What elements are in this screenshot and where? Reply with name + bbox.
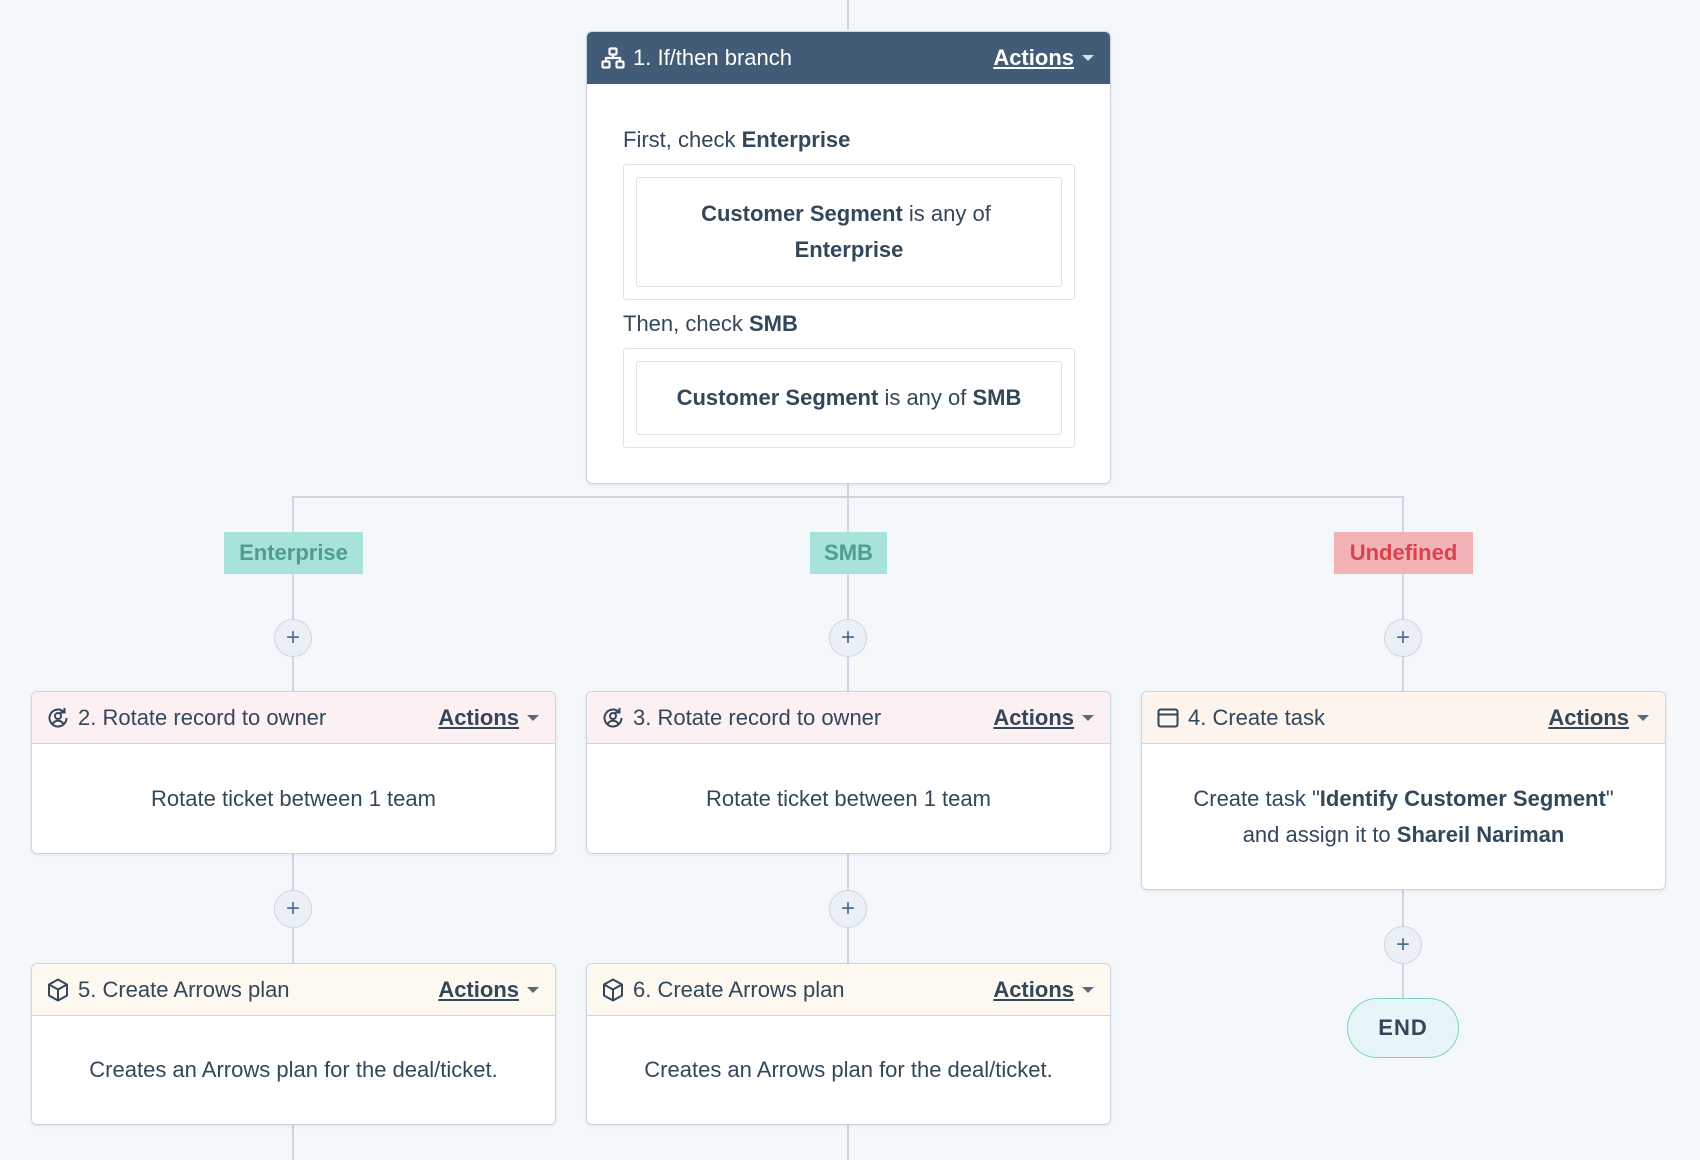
actions-dropdown-5[interactable]: Actions [438, 977, 539, 1003]
add-action-button-after-2[interactable]: + [274, 890, 312, 928]
caret-down-icon [1082, 986, 1094, 993]
branch-icon [601, 46, 625, 70]
if-then-branch-card[interactable]: 1. If/then branch Actions First, check E… [586, 31, 1111, 484]
cube-icon [601, 978, 625, 1002]
end-node: END [1347, 998, 1459, 1058]
then-check-label: Then, check SMB [623, 311, 798, 336]
first-check-label: First, check Enterprise [623, 127, 851, 152]
add-action-button-after-3[interactable]: + [829, 890, 867, 928]
task-assignee: Shareil Nariman [1396, 821, 1565, 847]
caret-down-icon [1637, 714, 1649, 721]
card-body: Creates an Arrows plan for the deal/tick… [644, 1057, 1053, 1082]
actions-label: Actions [438, 704, 519, 730]
rotate-owner-icon [46, 706, 70, 730]
add-action-button-after-4[interactable]: + [1384, 926, 1422, 964]
rotate-record-header-3: 3. Rotate record to owner Actions [587, 692, 1110, 744]
create-task-header-4: 4. Create task Actions [1142, 692, 1665, 744]
actions-dropdown-3[interactable]: Actions [993, 705, 1094, 731]
create-arrows-plan-card-5[interactable]: 5. Create Arrows plan Actions Creates an… [31, 963, 556, 1125]
actions-label: Actions [1548, 704, 1629, 730]
caret-down-icon [1082, 714, 1094, 721]
rotate-record-card-3[interactable]: 3. Rotate record to owner Actions Rotate… [586, 691, 1111, 854]
create-task-card-4[interactable]: 4. Create task Actions Create task "Iden… [1141, 691, 1666, 890]
rotate-record-card-2[interactable]: 2. Rotate record to owner Actions Rotate… [31, 691, 556, 854]
branch-label-enterprise[interactable]: Enterprise [224, 532, 363, 574]
add-action-button-enterprise[interactable]: + [274, 619, 312, 657]
create-arrows-header-6: 6. Create Arrows plan Actions [587, 964, 1110, 1016]
card-title: 3. Rotate record to owner [633, 704, 882, 730]
actions-dropdown-4[interactable]: Actions [1548, 705, 1649, 731]
card-title: 2. Rotate record to owner [78, 704, 327, 730]
connector-col2-bottom [847, 1124, 849, 1160]
first-condition[interactable]: Customer Segment is any of Enterprise [636, 177, 1062, 287]
card-body: Create task "Identify Customer Segment" … [1193, 785, 1614, 847]
rotate-owner-icon [601, 706, 625, 730]
card-body: Creates an Arrows plan for the deal/tick… [89, 1057, 498, 1082]
second-condition[interactable]: Customer Segment is any of SMB [636, 361, 1062, 435]
actions-label: Actions [438, 976, 519, 1002]
branch-label-undefined[interactable]: Undefined [1334, 532, 1473, 574]
connector-top [847, 0, 849, 30]
add-action-button-smb[interactable]: + [829, 619, 867, 657]
connector-branch-down [847, 482, 849, 498]
connector-col1-bottom [292, 1124, 294, 1160]
cube-icon [46, 978, 70, 1002]
task-icon [1156, 706, 1180, 730]
actions-dropdown-6[interactable]: Actions [993, 977, 1094, 1003]
if-then-branch-actions-dropdown[interactable]: Actions [993, 45, 1094, 71]
card-title: 6. Create Arrows plan [633, 976, 845, 1002]
card-body: Rotate ticket between 1 team [706, 785, 991, 811]
add-action-button-undefined[interactable]: + [1384, 619, 1422, 657]
connector-col1 [292, 496, 294, 692]
task-name: Identify Customer Segment [1319, 785, 1606, 811]
if-then-branch-header: 1. If/then branch Actions [587, 32, 1110, 84]
connector-col3 [1402, 496, 1404, 692]
card-body: Rotate ticket between 1 team [151, 785, 436, 811]
caret-down-icon [527, 714, 539, 721]
rotate-record-header-2: 2. Rotate record to owner Actions [32, 692, 555, 744]
card-title: 5. Create Arrows plan [78, 976, 290, 1002]
create-arrows-header-5: 5. Create Arrows plan Actions [32, 964, 555, 1016]
branch-label-smb[interactable]: SMB [810, 532, 887, 574]
actions-dropdown-2[interactable]: Actions [438, 705, 539, 731]
connector-col2 [847, 496, 849, 692]
create-arrows-plan-card-6[interactable]: 6. Create Arrows plan Actions Creates an… [586, 963, 1111, 1125]
caret-down-icon [527, 986, 539, 993]
actions-label: Actions [993, 976, 1074, 1002]
if-then-branch-title: 1. If/then branch [633, 45, 792, 70]
caret-down-icon [1082, 55, 1094, 61]
actions-label: Actions [993, 704, 1074, 730]
actions-label: Actions [993, 45, 1074, 70]
card-title: 4. Create task [1188, 704, 1325, 730]
